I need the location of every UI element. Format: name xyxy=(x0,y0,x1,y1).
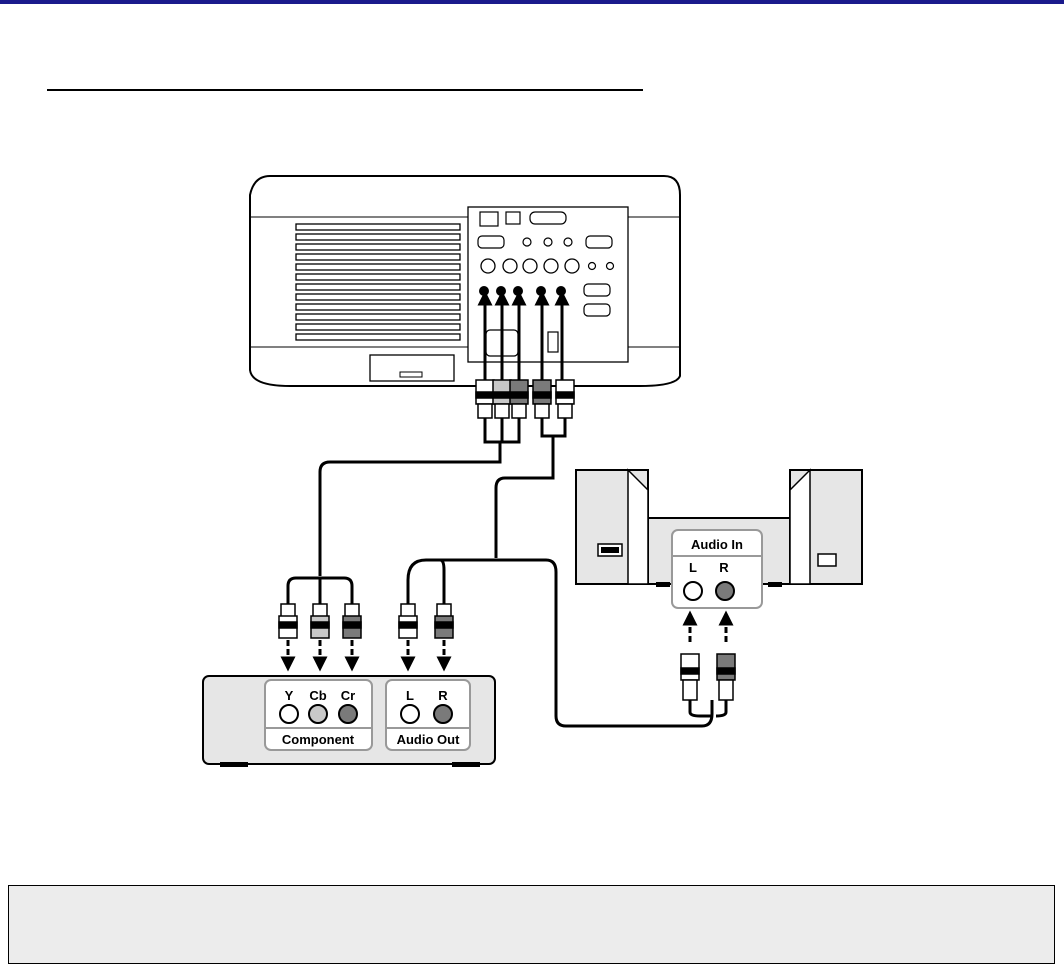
plug-cb-top xyxy=(493,380,511,418)
audio-in-l-jack xyxy=(684,582,702,600)
cb-jack xyxy=(309,705,327,723)
plug-l-top xyxy=(556,380,574,418)
speaker-plugs xyxy=(681,654,735,700)
audio-out-l-jack xyxy=(401,705,419,723)
left-speaker xyxy=(576,470,648,584)
y-label: Y xyxy=(285,688,294,703)
speaker-system: Audio In L R xyxy=(576,470,862,608)
y-jack xyxy=(280,705,298,723)
projector-input-panel xyxy=(468,207,628,362)
projector-plugs xyxy=(476,380,574,418)
cr-jack xyxy=(339,705,357,723)
cb-label: Cb xyxy=(309,688,326,703)
audio-in-r-jack xyxy=(716,582,734,600)
cr-label: Cr xyxy=(341,688,355,703)
source-plugs xyxy=(279,604,453,638)
component-output-panel: Y Cb Cr Component xyxy=(265,680,372,750)
audio-in-r-label: R xyxy=(719,560,729,575)
plug-r-top xyxy=(533,380,551,418)
audio-in-label: Audio In xyxy=(691,537,743,552)
audio-out-r-label: R xyxy=(438,688,448,703)
source-arrows xyxy=(288,640,444,664)
audio-in-panel: Audio In L R xyxy=(672,530,762,608)
audio-output-panel: L R Audio Out xyxy=(386,680,470,750)
connection-diagram: Y Cb Cr Component L R Audio Out xyxy=(0,0,1064,880)
audio-in-l-label: L xyxy=(689,560,697,575)
right-speaker xyxy=(790,470,862,584)
speaker-arrows xyxy=(690,618,726,642)
audio-out-l-label: L xyxy=(406,688,414,703)
source-device: Y Cb Cr Component L R Audio Out xyxy=(203,676,495,767)
projector xyxy=(250,176,680,386)
component-label: Component xyxy=(282,732,355,747)
note-box xyxy=(8,885,1055,964)
plug-cr-top xyxy=(510,380,528,418)
plug-y-top xyxy=(476,380,494,418)
audio-out-r-jack xyxy=(434,705,452,723)
audio-out-label: Audio Out xyxy=(397,732,460,747)
